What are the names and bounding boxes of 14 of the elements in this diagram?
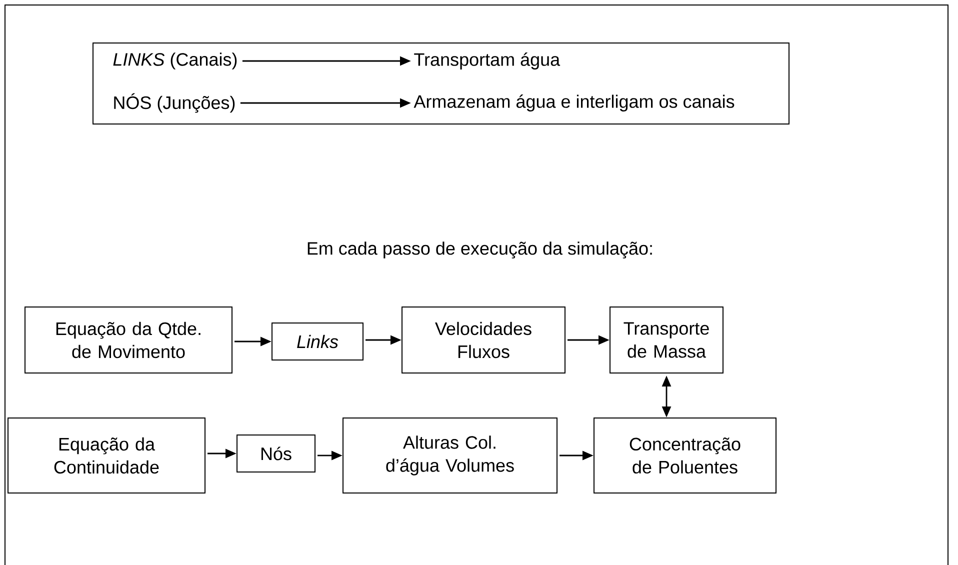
term-text: NÓS (Junções) (114, 93, 235, 113)
caption-text: Em cada passo de execução da simulação: (308, 242, 652, 258)
process-box: Equação da Qtde. de Movimento (24, 306, 232, 374)
process-box: Nós (236, 434, 316, 472)
process-box: Velocidades Fluxos (402, 306, 566, 374)
process-box: Alturas Col. d’água Volumes (342, 418, 558, 494)
term-text: LINKS (Canais) (113, 52, 237, 70)
process-box: Concentração de Poluentes (594, 418, 776, 494)
process-box: Transporte de Massa (610, 306, 724, 374)
term-text: Transportam água (414, 52, 560, 70)
frame-box (92, 42, 790, 124)
process-box: Equação da Continuidade (8, 418, 206, 494)
process-box: Links (272, 322, 364, 360)
term-text: Armazenam água e interligam os canais (414, 94, 734, 112)
